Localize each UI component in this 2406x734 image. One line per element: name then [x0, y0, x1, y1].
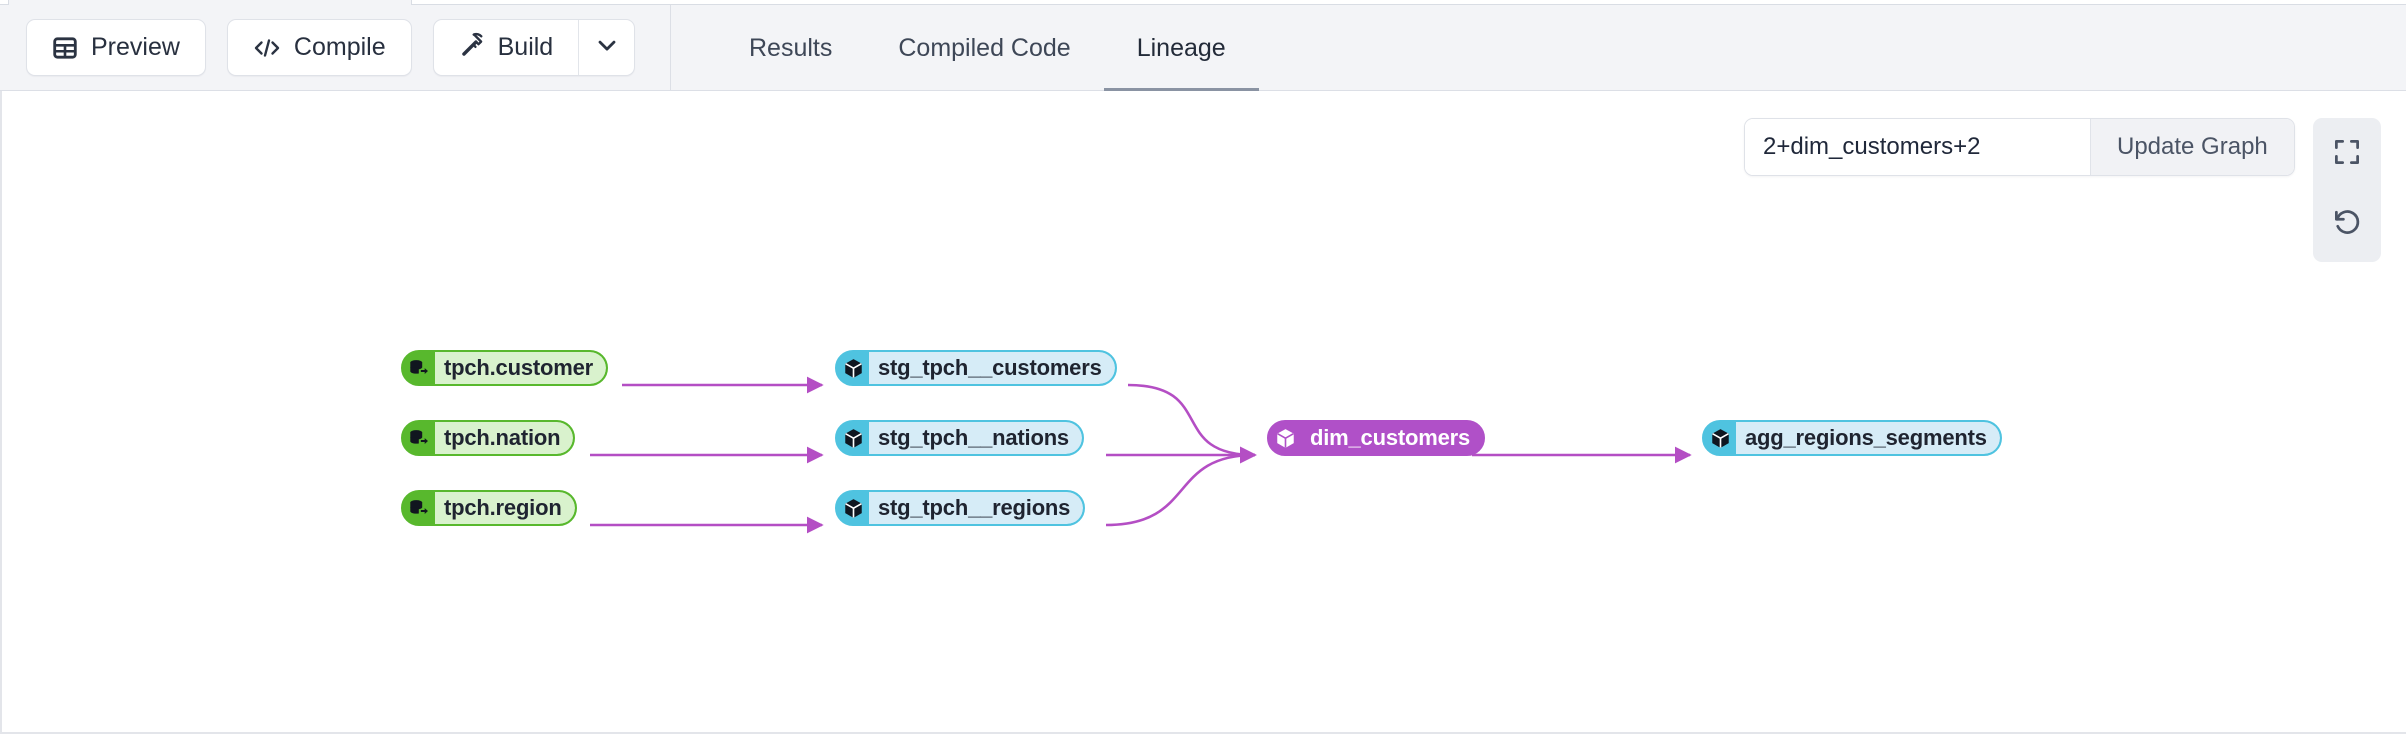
- lineage-node-tpch-nation[interactable]: tpch.nation: [401, 420, 576, 456]
- build-button-label: Build: [497, 33, 554, 61]
- lineage-edges: [590, 376, 1692, 534]
- reset-rotate-icon: [2332, 207, 2362, 242]
- result-tabs: Results Compiled Code Lineage: [716, 5, 1259, 91]
- tab-lineage[interactable]: Lineage: [1103, 5, 1259, 91]
- fullscreen-icon: [2332, 137, 2362, 172]
- preview-button-label: Preview: [91, 33, 180, 61]
- compile-button-label: Compile: [293, 33, 386, 61]
- cube-model-icon: [837, 352, 869, 384]
- top-strip: [0, 0, 2406, 5]
- lineage-node-stg-tpch-regions[interactable]: stg_tpch__regions: [835, 490, 1086, 526]
- lineage-node-label: agg_regions_segments: [1736, 422, 2000, 454]
- database-source-icon: [403, 352, 435, 384]
- graph-search-group: Update Graph: [1744, 118, 2295, 176]
- lineage-node-tpch-region[interactable]: tpch.region: [401, 490, 577, 526]
- build-button[interactable]: Build: [434, 20, 579, 75]
- graph-selector-input[interactable]: [1745, 119, 2090, 175]
- lineage-node-label: tpch.customer: [435, 352, 606, 384]
- edge-stg-customers-to-dim: [1127, 383, 1257, 464]
- toolbar-tabs-divider: [670, 5, 671, 91]
- edge-stg-regions-to-dim: [1105, 446, 1257, 527]
- editor-toolbar: Preview Compile: [0, 5, 2406, 91]
- table-icon: [52, 35, 78, 61]
- fullscreen-button[interactable]: [2319, 128, 2375, 180]
- preview-button[interactable]: Preview: [26, 19, 206, 76]
- lineage-node-label: stg_tpch__customers: [869, 352, 1115, 384]
- graph-control-stack: [2313, 118, 2381, 262]
- database-source-icon: [403, 492, 435, 524]
- lineage-canvas[interactable]: tpch.customer tpch.nation: [0, 91, 2406, 734]
- code-brackets-icon: [253, 36, 281, 60]
- reset-graph-button[interactable]: [2319, 198, 2375, 250]
- lineage-node-label: stg_tpch__nations: [869, 422, 1082, 454]
- compile-button[interactable]: Compile: [226, 19, 412, 76]
- editor-tab-stub: [8, 0, 412, 5]
- database-source-icon: [403, 422, 435, 454]
- update-graph-button[interactable]: Update Graph: [2090, 119, 2294, 175]
- cube-model-icon: [837, 492, 869, 524]
- update-graph-button-label: Update Graph: [2117, 133, 2268, 160]
- build-split-button: Build: [432, 19, 636, 76]
- lineage-node-tpch-customer[interactable]: tpch.customer: [401, 350, 608, 386]
- build-dropdown-toggle[interactable]: [578, 20, 634, 75]
- lineage-node-label: dim_customers: [1301, 422, 1484, 454]
- lineage-node-stg-tpch-customers[interactable]: stg_tpch__customers: [835, 350, 1117, 386]
- tab-lineage-label: Lineage: [1136, 33, 1226, 62]
- toolbar-button-group: Preview Compile: [26, 19, 636, 76]
- lineage-node-label: stg_tpch__regions: [869, 492, 1084, 524]
- lineage-node-dim-customers[interactable]: dim_customers: [1267, 420, 1486, 456]
- tab-compiled-code-label: Compiled Code: [898, 33, 1071, 62]
- tab-results-label: Results: [749, 33, 833, 62]
- lineage-node-label: tpch.nation: [435, 422, 574, 454]
- chevron-down-icon: [593, 31, 621, 64]
- lineage-node-stg-tpch-nations[interactable]: stg_tpch__nations: [835, 420, 1084, 456]
- tab-compiled-code[interactable]: Compiled Code: [865, 5, 1103, 91]
- tab-results[interactable]: Results: [716, 5, 865, 91]
- cube-model-icon: [1269, 422, 1301, 454]
- cube-model-icon: [1704, 422, 1736, 454]
- lineage-node-label: tpch.region: [435, 492, 575, 524]
- hammer-icon: [459, 31, 485, 64]
- cube-model-icon: [837, 422, 869, 454]
- lineage-node-agg-regions-segments[interactable]: agg_regions_segments: [1702, 420, 2002, 456]
